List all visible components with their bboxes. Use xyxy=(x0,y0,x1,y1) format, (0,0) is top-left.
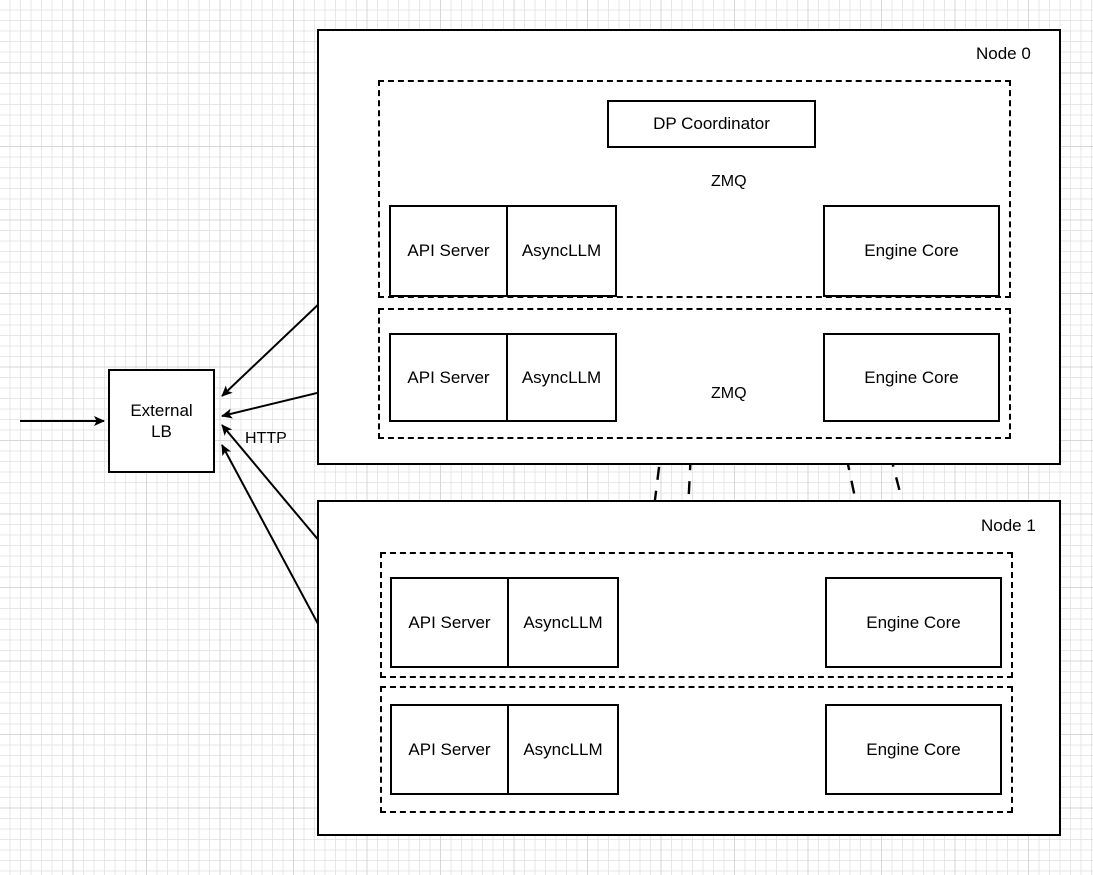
node-1-rank-1-engine-core[interactable]: Engine Core xyxy=(825,704,1002,795)
external-lb-label-line1: External xyxy=(130,400,193,420)
api-server-cell[interactable]: API Server xyxy=(408,612,491,632)
api-server-cell[interactable]: API Server xyxy=(408,739,491,759)
node-1-rank-1-group xyxy=(380,686,1013,813)
engine-core-label: Engine Core xyxy=(864,367,959,387)
node-1-rank-1-api-unit[interactable]: API Server AsyncLLM xyxy=(390,704,619,795)
async-llm-cell[interactable]: AsyncLLM xyxy=(506,335,615,420)
node-0-rank-1-group xyxy=(378,308,1011,439)
node-0-rank-1-api-unit[interactable]: API Server AsyncLLM xyxy=(389,333,617,422)
async-llm-cell[interactable]: AsyncLLM xyxy=(506,207,615,295)
engine-core-label: Engine Core xyxy=(866,612,961,632)
api-server-cell[interactable]: API Server xyxy=(407,367,490,387)
engine-core-label: Engine Core xyxy=(866,739,961,759)
async-llm-cell[interactable]: AsyncLLM xyxy=(507,579,617,666)
node-0-rank-1-engine-core[interactable]: Engine Core xyxy=(823,333,1000,422)
external-lb-label-line2: LB xyxy=(151,422,172,441)
node-1-rank-0-api-unit[interactable]: API Server AsyncLLM xyxy=(390,577,619,668)
node-0-rank-0-group xyxy=(378,80,1011,298)
external-lb-box[interactable]: External LB xyxy=(108,369,215,473)
async-llm-cell[interactable]: AsyncLLM xyxy=(507,706,617,793)
node-0-rank-0-api-unit[interactable]: API Server AsyncLLM xyxy=(389,205,617,297)
node-0-label: Node 0 xyxy=(976,44,1031,63)
node-1-rank-0-group xyxy=(380,552,1013,678)
zmq-label-second: ZMQ xyxy=(711,385,747,402)
dp-coordinator-label: DP Coordinator xyxy=(653,114,770,134)
zmq-label-top: ZMQ xyxy=(711,173,747,190)
api-server-cell[interactable]: API Server xyxy=(407,241,490,260)
dp-coordinator-box[interactable]: DP Coordinator xyxy=(607,100,816,148)
http-edge-label: HTTP xyxy=(245,430,287,447)
node-1-rank-0-engine-core[interactable]: Engine Core xyxy=(825,577,1002,668)
engine-core-label: Engine Core xyxy=(864,241,959,261)
node-0-rank-0-engine-core[interactable]: Engine Core xyxy=(823,205,1000,297)
node-1-label: Node 1 xyxy=(981,516,1036,535)
